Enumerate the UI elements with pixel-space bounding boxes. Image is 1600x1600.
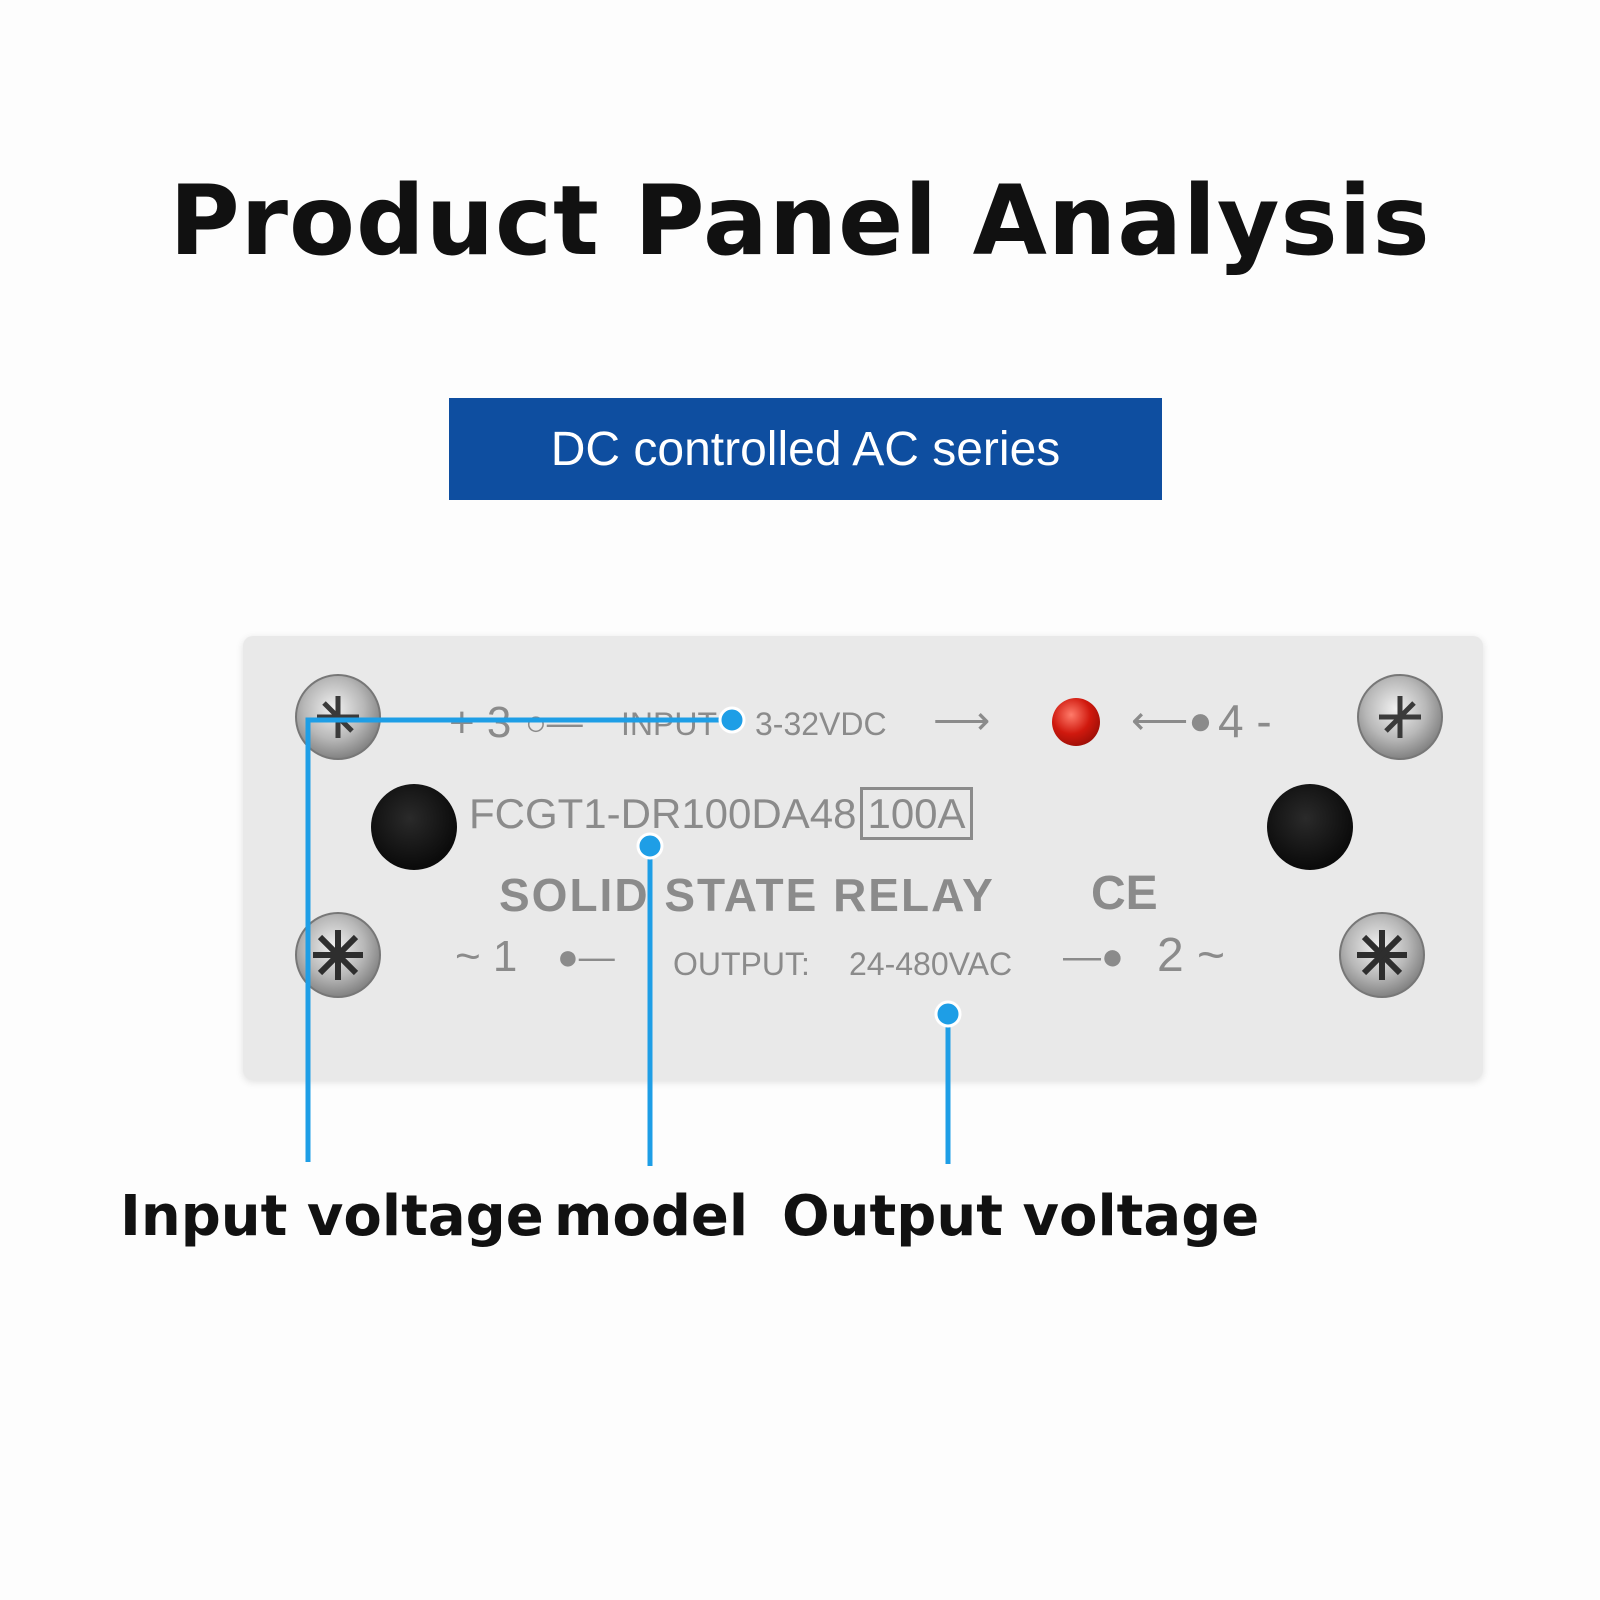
neg-terminal-label: 4 - bbox=[1218, 695, 1272, 747]
callout-input-voltage: Input voltage bbox=[120, 1184, 544, 1249]
output-terminal-dot-icon: ●— bbox=[557, 936, 615, 977]
output-terminal-right-dot-icon: —● bbox=[1063, 936, 1124, 978]
status-led-icon bbox=[1052, 698, 1100, 746]
relay-panel: + 3 ○— INPUT 3-32VDC ⟶ ⟵● 4 - FCGT1-DR10… bbox=[243, 636, 1483, 1080]
series-banner: DC controlled AC series bbox=[449, 398, 1162, 500]
callout-model: model bbox=[554, 1184, 749, 1249]
mounting-hole bbox=[1267, 784, 1353, 870]
arrow-left-icon: ⟵● bbox=[1131, 699, 1213, 743]
output-voltage-callout-dot-icon bbox=[934, 1000, 962, 1028]
relay-name: SOLID STATE RELAY bbox=[499, 869, 995, 921]
output-terminal-right-label: 2 ~ bbox=[1157, 929, 1226, 982]
input-label: INPUT bbox=[621, 706, 717, 742]
arrow-right-icon: ⟶ bbox=[933, 699, 991, 743]
output-label: OUTPUT: bbox=[673, 946, 810, 982]
input-voltage-callout-dot-icon bbox=[718, 706, 746, 734]
ce-mark: CE bbox=[1091, 867, 1158, 920]
mounting-hole bbox=[371, 784, 457, 870]
series-banner-label: DC controlled AC series bbox=[550, 422, 1061, 476]
output-terminal-left-label: ~ 1 bbox=[455, 932, 518, 981]
model-callout-dot-icon bbox=[636, 832, 664, 860]
terminal-screw-icon bbox=[1339, 912, 1425, 998]
callout-output-voltage: Output voltage bbox=[782, 1184, 1260, 1249]
output-voltage-value: 24-480VAC bbox=[849, 946, 1013, 982]
current-rating-box: 100A bbox=[860, 787, 973, 840]
terminal-screw-icon bbox=[1357, 674, 1443, 760]
page-title: Product Panel Analysis bbox=[169, 165, 1431, 277]
input-voltage-callout-line bbox=[305, 717, 732, 1162]
model-number: FCGT1-DR100DA48 bbox=[469, 790, 857, 837]
input-voltage-value: 3-32VDC bbox=[755, 706, 887, 742]
